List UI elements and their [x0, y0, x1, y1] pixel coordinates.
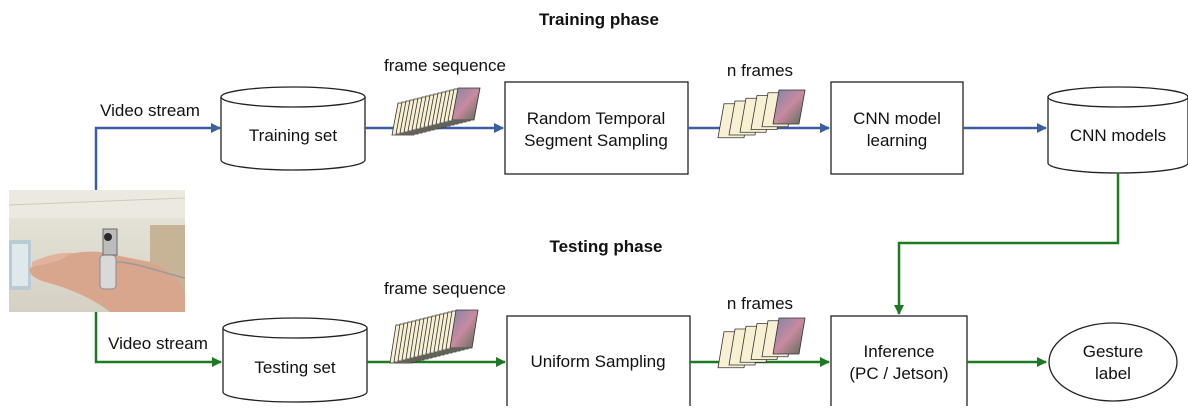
gesture-line2: label — [1095, 364, 1131, 383]
training-frame-sequence-icon — [391, 87, 481, 136]
inference-line2: (PC / Jetson) — [849, 364, 948, 383]
inference-line1: Inference — [864, 342, 935, 361]
gesture-label-output: Gesture label — [1048, 322, 1178, 402]
hand-with-wrist-camera-photo — [8, 190, 186, 312]
training-phase-title: Training phase — [539, 10, 659, 29]
testing-set-database: Testing set — [222, 317, 368, 403]
frame-image — [451, 87, 481, 121]
training-n-frames-label: n frames — [727, 61, 793, 80]
cnn-models-label: CNN models — [1070, 126, 1166, 145]
training-frame-sequence-label: frame sequence — [384, 56, 506, 75]
training-n-frames-icon — [717, 89, 806, 139]
testing-n-frames-icon — [717, 317, 806, 369]
training-set-label: Training set — [249, 126, 337, 145]
cnn-model-learning-box: CNN model learning — [830, 81, 964, 175]
frame-image — [772, 317, 806, 355]
training-set-database: Training set — [220, 86, 366, 171]
testing-frame-sequence-label: frame sequence — [384, 279, 506, 298]
cnn-models-database: CNN models — [1047, 86, 1188, 174]
rtss-line1: Random Temporal — [527, 109, 666, 128]
random-temporal-segment-sampling-box: Random Temporal Segment Sampling — [504, 81, 689, 175]
uniform-sampling-box: Uniform Sampling — [506, 315, 691, 409]
cnn-learning-line2: learning — [867, 131, 928, 150]
models-to-inference-arrow — [894, 173, 1120, 315]
gesture-line1: Gesture — [1083, 342, 1143, 361]
testing-phase-title: Testing phase — [549, 237, 662, 256]
training-input-arrow — [94, 123, 221, 190]
testing-n-frames-label: n frames — [727, 294, 793, 313]
testing-set-label: Testing set — [254, 358, 336, 377]
cnn-learning-line1: CNN model — [853, 109, 941, 128]
uniform-sampling-label: Uniform Sampling — [530, 352, 665, 371]
frame-image — [449, 309, 479, 349]
training-video-stream-label: Video stream — [100, 101, 200, 120]
testing-video-stream-label: Video stream — [108, 334, 208, 353]
testing-frame-sequence-icon — [389, 309, 479, 364]
frame-image — [772, 89, 806, 125]
rtss-line2: Segment Sampling — [524, 131, 668, 150]
testing-input-arrow — [94, 312, 222, 367]
inference-box: Inference (PC / Jetson) — [830, 315, 968, 409]
